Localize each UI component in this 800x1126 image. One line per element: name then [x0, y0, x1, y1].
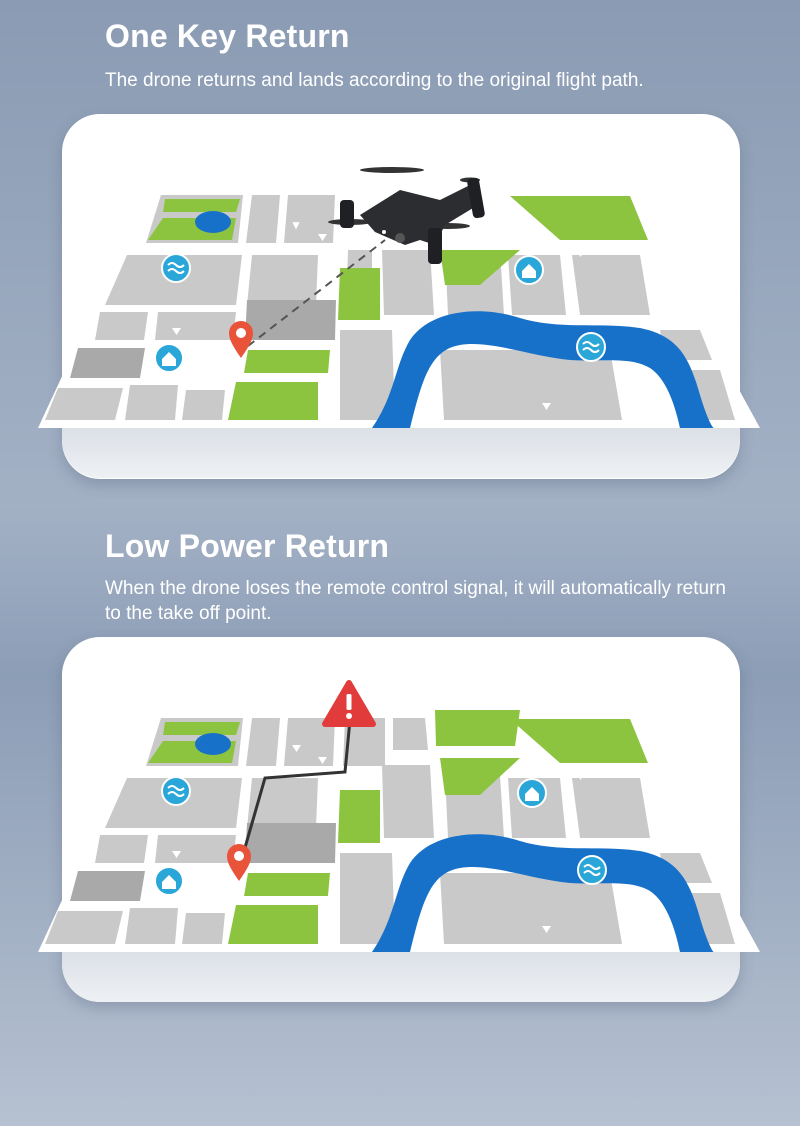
- water-wave-icon: [576, 332, 606, 362]
- low-power-return-section: Low Power Return When the drone loses th…: [0, 520, 800, 1020]
- water-wave-icon: [577, 855, 607, 885]
- water-wave-icon: [161, 776, 191, 806]
- map-illustration: [38, 187, 760, 428]
- section-description: The drone returns and lands according to…: [105, 70, 644, 91]
- drone-icon: [328, 167, 485, 264]
- water-wave-icon: [161, 253, 191, 283]
- location-pin-icon: [229, 321, 253, 358]
- alert-icon: [322, 680, 376, 727]
- home-icon: [154, 866, 184, 896]
- section-description: When the drone loses the remote control …: [105, 578, 726, 624]
- home-icon: [517, 778, 547, 808]
- map-illustration: [38, 710, 760, 952]
- home-icon: [154, 343, 184, 373]
- home-icon: [514, 255, 544, 285]
- one-key-return-section: One Key Return The drone returns and lan…: [0, 0, 800, 500]
- map-icons-layer: [154, 680, 607, 896]
- map-icons-layer: [154, 167, 606, 373]
- section-title: One Key Return: [105, 18, 350, 54]
- location-pin-icon: [227, 844, 251, 881]
- section-title: Low Power Return: [105, 528, 390, 564]
